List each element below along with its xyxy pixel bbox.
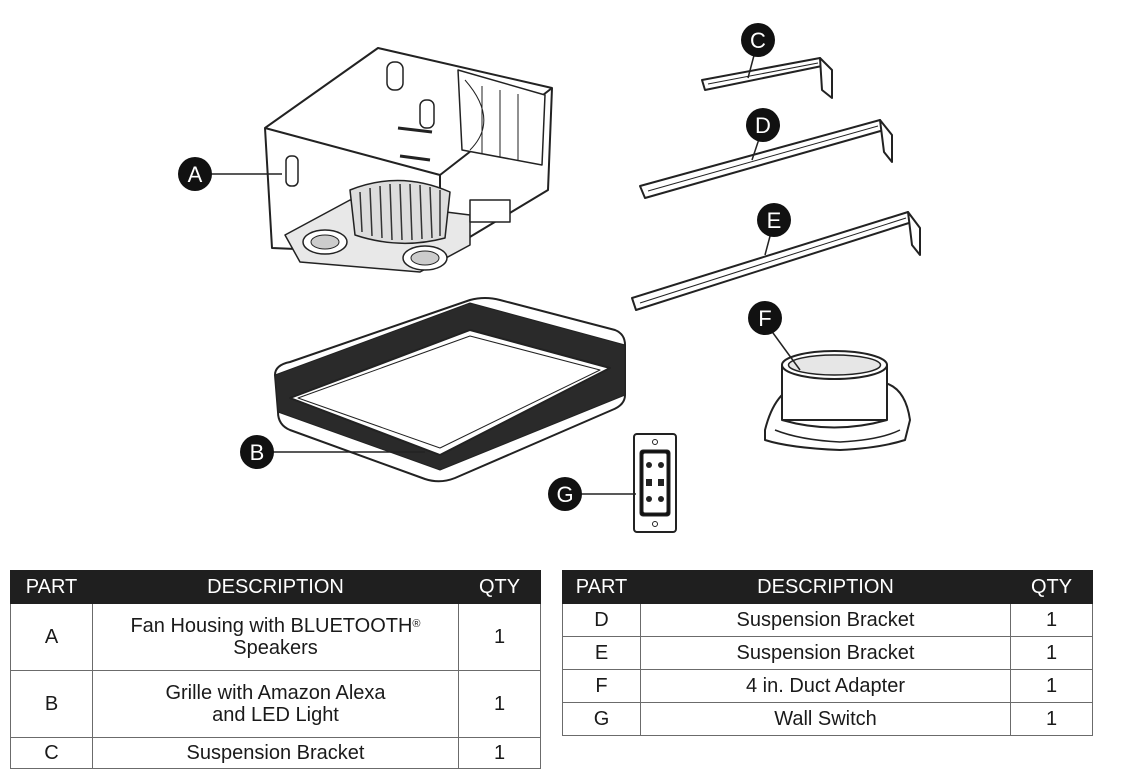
parts-diagram: A B C D E F G <box>178 23 921 533</box>
header-description: DESCRIPTION <box>92 570 459 604</box>
cell-qty: 1 <box>1010 636 1093 670</box>
cell-description: Suspension Bracket <box>92 737 459 769</box>
cell-part: D <box>562 603 641 637</box>
callout-g: G <box>548 477 582 511</box>
svg-text:C: C <box>750 28 766 53</box>
cell-description: 4 in. Duct Adapter <box>640 669 1011 703</box>
cell-description: Wall Switch <box>640 702 1011 736</box>
table-row: B Grille with Amazon Alexa and LED Light… <box>10 670 541 738</box>
cell-qty: 1 <box>1010 669 1093 703</box>
callout-e: E <box>757 203 791 237</box>
cell-qty: 1 <box>1010 702 1093 736</box>
table-row: G Wall Switch 1 <box>562 702 1093 736</box>
callout-f: F <box>748 301 782 335</box>
duct-adapter-illustration <box>764 350 911 451</box>
cell-part: C <box>10 737 93 769</box>
callout-b: B <box>240 435 274 469</box>
callout-c: C <box>741 23 775 57</box>
svg-text:A: A <box>188 162 203 187</box>
description-line: Fan Housing with BLUETOOTH <box>130 615 413 637</box>
bracket-d-illustration <box>639 119 893 199</box>
svg-text:F: F <box>758 306 771 331</box>
svg-text:E: E <box>767 208 782 233</box>
svg-text:G: G <box>556 482 573 507</box>
grille-illustration <box>274 297 626 483</box>
cell-qty: 1 <box>458 603 541 671</box>
cell-part: A <box>10 603 93 671</box>
table-row: F 4 in. Duct Adapter 1 <box>562 669 1093 703</box>
cell-description: Fan Housing with BLUETOOTH® Speakers <box>92 603 459 671</box>
table-row: E Suspension Bracket 1 <box>562 636 1093 670</box>
cell-part: E <box>562 636 641 670</box>
cell-description: Suspension Bracket <box>640 636 1011 670</box>
cell-part: G <box>562 702 641 736</box>
cell-description: Grille with Amazon Alexa and LED Light <box>92 670 459 738</box>
header-part: PART <box>10 570 93 604</box>
cell-description: Suspension Bracket <box>640 603 1011 637</box>
callout-a: A <box>178 157 212 191</box>
cell-part: B <box>10 670 93 738</box>
bracket-c-illustration <box>701 57 833 99</box>
header-description: DESCRIPTION <box>640 570 1011 604</box>
table-row: A Fan Housing with BLUETOOTH® Speakers 1 <box>10 603 541 671</box>
fan-housing-illustration <box>264 47 553 273</box>
wall-switch-illustration <box>633 433 677 533</box>
header-qty: QTY <box>1010 570 1093 604</box>
svg-text:B: B <box>250 440 265 465</box>
cell-qty: 1 <box>458 737 541 769</box>
table-header-row: PART DESCRIPTION QTY <box>562 570 1093 604</box>
cell-qty: 1 <box>1010 603 1093 637</box>
bracket-e-illustration <box>631 211 921 311</box>
description-line: Grille with Amazon Alexa <box>165 682 386 704</box>
header-part: PART <box>562 570 641 604</box>
callout-d: D <box>746 108 780 142</box>
cell-part: F <box>562 669 641 703</box>
cell-qty: 1 <box>458 670 541 738</box>
description-line: and LED Light <box>212 704 339 726</box>
parts-table-right: PART DESCRIPTION QTY D Suspension Bracke… <box>562 570 1093 736</box>
header-qty: QTY <box>458 570 541 604</box>
table-row: D Suspension Bracket 1 <box>562 603 1093 637</box>
description-line: Speakers <box>233 637 318 659</box>
table-header-row: PART DESCRIPTION QTY <box>10 570 541 604</box>
svg-text:D: D <box>755 113 771 138</box>
table-row: C Suspension Bracket 1 <box>10 737 541 769</box>
parts-table-left: PART DESCRIPTION QTY A Fan Housing with … <box>10 570 541 769</box>
registered-mark: ® <box>412 618 421 630</box>
